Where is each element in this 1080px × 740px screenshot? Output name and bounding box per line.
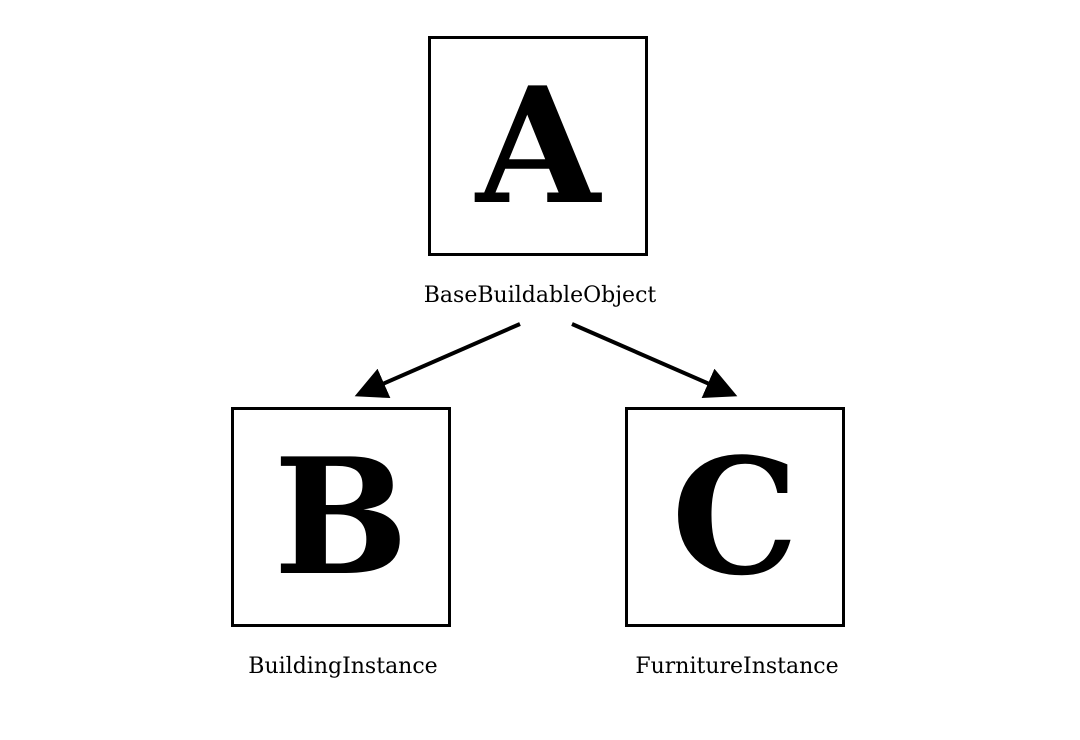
- node-a: A: [428, 36, 648, 256]
- node-b-letter: B: [273, 423, 409, 611]
- node-c-letter: C: [671, 423, 799, 611]
- node-a-letter: A: [475, 52, 601, 240]
- node-c-label: FurnitureInstance: [635, 654, 839, 679]
- node-b: B: [231, 407, 451, 627]
- node-b-label: BuildingInstance: [248, 654, 438, 679]
- arrow-a-to-c: [571, 322, 738, 399]
- arrow-a-to-b: [354, 322, 521, 399]
- node-a-label: BaseBuildableObject: [423, 283, 657, 308]
- node-c: C: [625, 407, 845, 627]
